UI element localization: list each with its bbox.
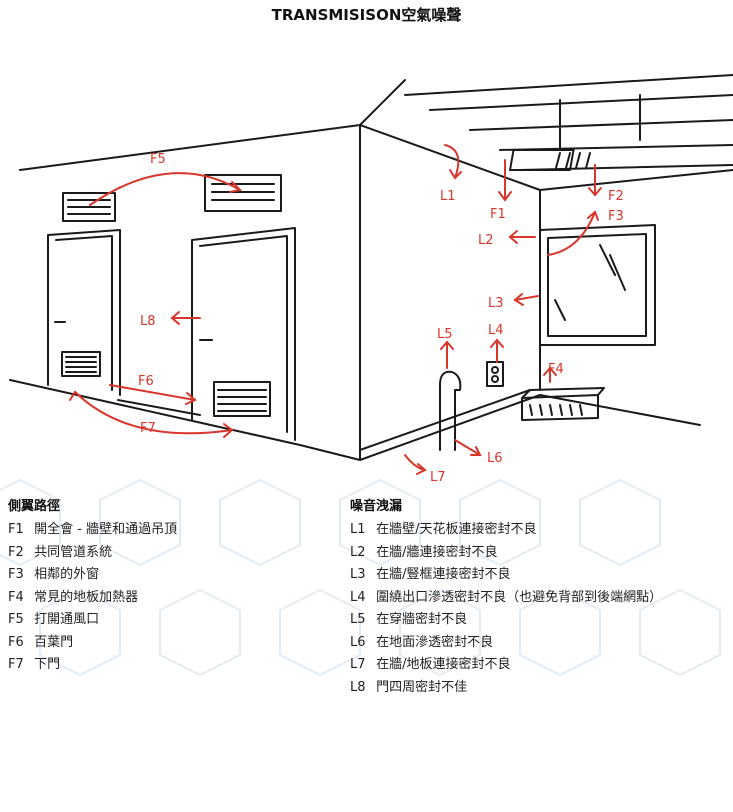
arrow-L6 bbox=[454, 439, 481, 456]
floor-base bbox=[359, 389, 531, 451]
label-F3: F3 bbox=[608, 209, 624, 224]
ceiling-grid bbox=[404, 74, 733, 171]
window bbox=[539, 224, 656, 346]
floor-heater bbox=[521, 387, 605, 421]
label-F1: F1 bbox=[490, 207, 506, 222]
leakage-item: L3 在牆/豎框連接密封不良 bbox=[350, 567, 511, 582]
leakage-item: L6 在地面滲透密封不良 bbox=[350, 634, 494, 650]
label-F6: F6 bbox=[138, 374, 154, 389]
leakage-item: L4 圍繞出口滲透密封不良（也避免背部到後端網點） bbox=[350, 589, 663, 605]
flanking-item: F7 下門 bbox=[8, 657, 61, 672]
flanking-item: F1 開全會 - 牆壁和通過吊頂 bbox=[8, 522, 178, 537]
leakage-heading: 噪音洩漏 bbox=[350, 499, 403, 514]
label-F7: F7 bbox=[140, 421, 156, 436]
leakage-item: L2 在牆/牆連接密封不良 bbox=[350, 544, 498, 560]
wall-outlet bbox=[486, 361, 504, 387]
label-F2: F2 bbox=[608, 189, 624, 204]
background-pattern bbox=[0, 478, 721, 677]
wall-vent-left bbox=[62, 192, 116, 222]
ceiling-line-left bbox=[19, 124, 361, 171]
arrow-L1 bbox=[444, 144, 460, 179]
leakage-legend: 噪音洩漏 L1 在牆壁/天花板連接密封不良 L2 在牆/牆連接密封不良 L3 在… bbox=[350, 497, 730, 699]
leakage-item: L8 門四周密封不佳 bbox=[350, 679, 468, 695]
arrow-L3 bbox=[514, 295, 539, 301]
flanking-legend: 側翼路徑 F1 開全會 - 牆壁和通過吊頂 F2 共同管道系統 F3 相鄰的外窗… bbox=[8, 497, 338, 677]
ceiling-line-right bbox=[359, 79, 406, 126]
floor-line bbox=[9, 379, 701, 461]
label-L2: L2 bbox=[478, 233, 494, 248]
ceiling-vent bbox=[509, 149, 575, 171]
arrow-F5 bbox=[89, 172, 241, 206]
label-L3: L3 bbox=[488, 296, 504, 311]
arrow-F5-head bbox=[229, 181, 243, 193]
ceiling-edge bbox=[359, 124, 733, 191]
label-L4: L4 bbox=[488, 323, 504, 338]
label-L8: L8 bbox=[140, 314, 156, 329]
flanking-item: F6 百葉門 bbox=[8, 634, 74, 650]
flanking-item: F4 常見的地板加熱器 bbox=[8, 589, 139, 605]
label-L1: L1 bbox=[440, 189, 456, 204]
flanking-item: F5 打開通風口 bbox=[8, 612, 100, 627]
label-L7: L7 bbox=[430, 470, 446, 485]
label-L6: L6 bbox=[487, 451, 503, 466]
arrow-F3 bbox=[547, 211, 596, 256]
arrow-F7 bbox=[74, 391, 233, 435]
flanking-heading: 側翼路徑 bbox=[8, 499, 61, 514]
label-F4: F4 bbox=[548, 362, 564, 377]
label-L5: L5 bbox=[437, 327, 453, 342]
left-door-louver bbox=[61, 351, 101, 377]
flanking-item: F3 相鄰的外窗 bbox=[8, 567, 100, 582]
right-door-frame bbox=[191, 227, 296, 441]
arrow-F6 bbox=[109, 384, 196, 401]
page-title: TRANSMISISON空氣噪聲 bbox=[271, 6, 462, 24]
wall-vent-right bbox=[204, 174, 282, 212]
leakage-item: L1 在牆壁/天花板連接密封不良 bbox=[350, 522, 537, 537]
left-door-frame bbox=[47, 229, 121, 396]
leakage-item: L5 在穿牆密封不良 bbox=[350, 612, 468, 627]
room-diagram: F5 L1 F1 F2 F3 L2 L3 L8 L5 L4 F4 F6 F7 L… bbox=[9, 74, 733, 485]
wall-pipe bbox=[439, 370, 462, 451]
right-door-louver bbox=[213, 381, 271, 417]
flanking-item: F2 共同管道系統 bbox=[8, 544, 113, 560]
label-F5: F5 bbox=[150, 152, 166, 167]
leakage-item: L7 在牆/地板連接密封不良 bbox=[350, 657, 511, 672]
